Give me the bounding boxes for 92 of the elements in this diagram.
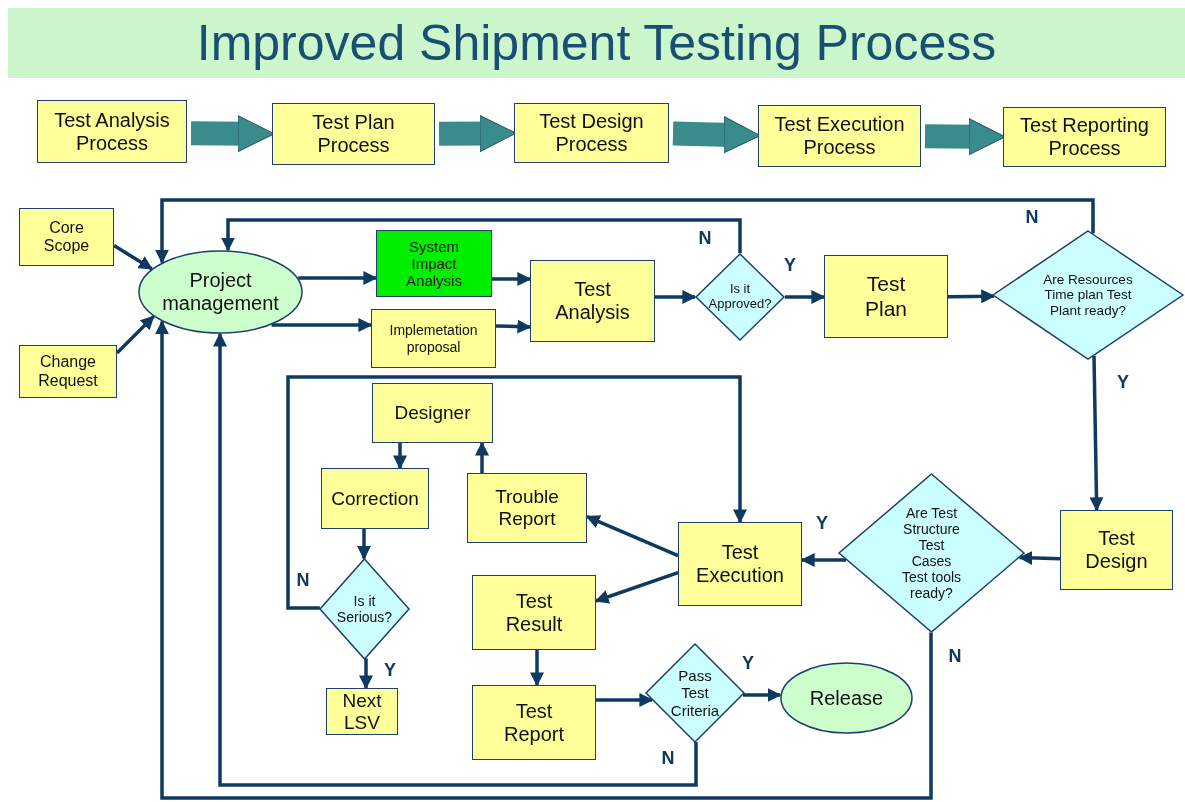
edge-label: Y [1117,371,1129,393]
process-box [472,575,596,650]
process-box [758,105,921,167]
arrow [286,375,747,610]
process-box [19,345,117,398]
arrow [495,319,532,334]
block-arrow [438,114,517,152]
arrow [585,515,679,558]
edge-label: Y [784,254,796,276]
node-label: Is it Approved? [707,282,773,312]
decision-diamond [695,253,785,341]
block-arrow [924,118,1006,156]
node-label: System Impact Analysis [405,237,463,290]
arrow [596,693,654,707]
node-label: Test Report [503,699,565,746]
ellipse-node [138,250,303,334]
arrow [359,658,373,690]
node-label: Test Design Process [538,110,645,156]
process-box [1060,510,1173,590]
process-box [1003,107,1166,167]
process-box [678,522,802,606]
arrow [743,688,782,702]
process-box [824,255,948,338]
process-box [372,383,493,443]
arrow [271,318,373,332]
node-label: Test Design [1084,527,1149,573]
arrow [155,198,1095,264]
node-label: Test Plan Process [311,111,396,157]
node-label: Implemetation proposal [388,322,479,355]
arrow [530,650,544,687]
arrow [947,289,996,304]
node-label: Change Request [37,353,99,390]
process-box [326,688,398,735]
block-arrow [672,116,761,154]
node-label: Are Test Structure Test Cases Test tools ready? [900,504,963,602]
node-label: Test Result [504,589,564,636]
node-label: Test Analysis Process [53,108,171,155]
arrow [115,315,155,355]
edge-label: N [1025,206,1039,228]
node-label: Correction [330,487,420,510]
edge-label: N [296,569,310,591]
edge-label: N [661,747,675,769]
node-label: Is it Serious? [335,592,394,626]
edge-label: N [698,227,712,249]
node-label: Test Execution Process [773,113,906,159]
node-label: Pass Test Criteria [669,667,721,719]
node-label: Next LSV [341,689,383,734]
process-box [472,685,596,760]
edge-label: N [948,645,962,667]
arrow [155,320,933,800]
process-box [467,473,587,543]
edge-label: Y [742,652,754,674]
arrow [475,441,489,473]
process-box [19,208,114,266]
node-label: Core Scope [42,218,91,256]
process-box [376,230,492,297]
arrow [393,443,407,470]
arrow [785,290,826,304]
arrow [594,570,679,604]
node-label: Release [808,686,885,710]
node-label: Test Plan [864,272,908,321]
arrow [221,218,742,253]
process-box [530,260,655,342]
edge-label: Y [816,512,828,534]
arrow [298,271,378,285]
node-label: Test Analysis [554,278,631,324]
node-label: Project management [161,269,280,315]
arrow [1018,551,1061,565]
process-box [37,100,187,163]
arrow [357,529,371,560]
arrow [655,290,697,304]
decision-diamond [319,558,410,660]
node-label: Trouble Report [494,486,560,530]
arrow [1089,355,1104,512]
decision-diamond [838,473,1025,633]
title: Improved Shipment Testing Process [8,8,1185,78]
edge-label: Y [384,659,396,681]
node-label: Designer [393,402,472,424]
arrow [213,332,698,787]
arrow [800,553,847,567]
process-box [371,309,496,368]
process-box [514,103,669,163]
block-arrow [190,115,275,153]
node-label: Are Resources Time plan Test Plant ready? [1042,271,1134,319]
process-box [272,103,435,165]
decision-diamond [992,230,1184,360]
node-label: Test Execution [695,541,785,587]
arrow [492,272,532,286]
ellipse-node [780,662,913,734]
arrow [113,244,153,271]
node-label: Test Reporting Process [1019,114,1150,160]
process-box [321,468,429,529]
